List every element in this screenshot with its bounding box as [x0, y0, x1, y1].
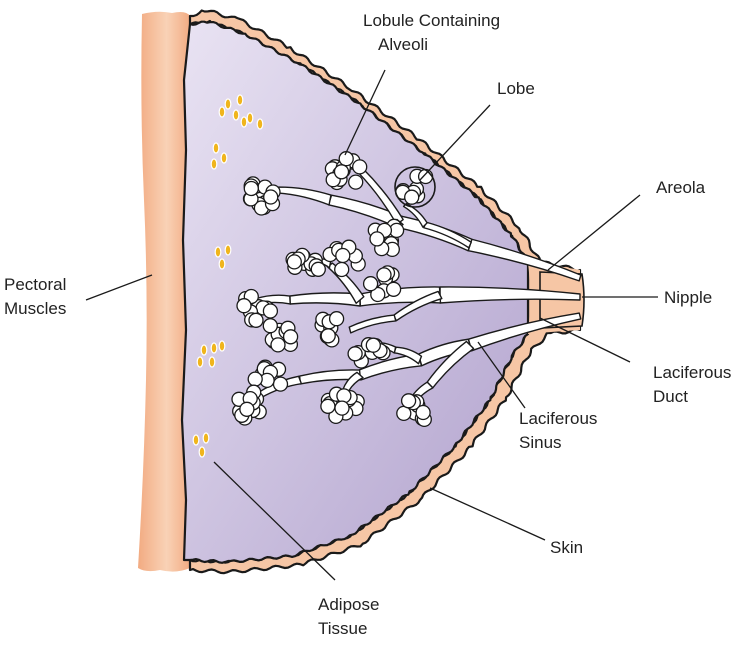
alveolus	[286, 254, 302, 270]
alveolus	[243, 180, 259, 197]
fat-droplet	[224, 244, 232, 256]
fat-droplet	[212, 142, 220, 154]
alveolus	[272, 376, 289, 392]
label-laciferous-duct: Laciferous Duct	[653, 363, 736, 406]
alveolus	[400, 393, 417, 409]
fat-droplet	[218, 340, 226, 352]
lobe-circle	[394, 166, 436, 208]
alveolus	[247, 371, 263, 387]
alveolus	[270, 337, 286, 353]
alveolus	[348, 174, 364, 190]
fat-droplet	[208, 356, 216, 368]
laciferous-duct-network	[254, 157, 582, 408]
alveolus	[385, 281, 402, 297]
fat-droplet	[224, 98, 232, 110]
leader-areola	[547, 194, 641, 271]
lobule-alveoli	[231, 151, 434, 428]
alveolus	[347, 346, 363, 362]
alveolus	[239, 401, 255, 417]
fat-droplet	[218, 106, 226, 118]
label-lobe: Lobe	[497, 79, 535, 98]
label-nipple: Nipple	[664, 288, 712, 307]
leader-skin	[429, 487, 546, 541]
alveolus	[282, 329, 299, 345]
fat-droplet	[246, 112, 254, 124]
alveolus	[248, 312, 264, 328]
alveolus	[362, 276, 379, 292]
fat-droplet	[210, 158, 218, 170]
duct-branch	[402, 202, 428, 228]
fat-droplet	[210, 342, 218, 354]
alveolus	[333, 164, 350, 180]
label-adipose-tissue: Adipose Tissue	[318, 595, 384, 638]
alveolus	[320, 328, 336, 344]
pectoral-muscle	[138, 11, 190, 572]
fat-droplet	[240, 116, 248, 128]
alveolus	[334, 261, 350, 278]
alveolus	[335, 247, 351, 264]
label-areola: Areola	[656, 178, 706, 197]
label-laciferous-sinus: Laciferous Sinus	[519, 409, 602, 452]
alveolus	[369, 231, 385, 247]
leader-laciferous-duct	[539, 317, 631, 363]
label-lobule: Lobule Containing Alveoli	[363, 11, 505, 54]
alveolus	[334, 400, 350, 416]
alveolus	[236, 298, 252, 314]
alveolus	[404, 189, 420, 205]
fat-droplet	[196, 356, 204, 368]
skin-layer	[188, 9, 582, 575]
alveolus	[415, 404, 431, 421]
leader-lobule	[344, 69, 386, 156]
alveolus	[365, 337, 381, 353]
leader-adipose	[213, 461, 336, 581]
duct-branch	[348, 314, 397, 334]
alveolus	[262, 318, 278, 334]
adipose-fat-droplets	[192, 94, 264, 458]
leader-lobe	[419, 104, 491, 181]
duct-branch	[358, 353, 423, 381]
label-skin: Skin	[550, 538, 583, 557]
label-pectoral-muscles: Pectoral Muscles	[4, 275, 71, 318]
alveolus	[310, 261, 326, 277]
fat-droplet	[236, 94, 244, 106]
alveolus	[376, 267, 392, 283]
duct-branch	[423, 221, 472, 249]
fat-droplet	[200, 344, 208, 356]
alveolus	[328, 311, 345, 327]
leader-lines	[85, 69, 658, 581]
fat-droplet	[220, 152, 228, 164]
fat-droplet	[198, 446, 206, 458]
fat-droplet	[256, 118, 264, 130]
fat-droplet	[232, 109, 240, 121]
alveolus	[370, 286, 386, 303]
leader-pectoral	[85, 274, 153, 301]
fat-droplet	[214, 246, 222, 258]
alveolus	[320, 398, 336, 414]
fat-droplet	[218, 258, 226, 270]
alveolus	[352, 159, 368, 175]
alveolus	[417, 168, 434, 185]
leader-laciferous-sinus	[477, 341, 526, 409]
alveolus	[263, 189, 279, 205]
fat-droplet	[192, 434, 200, 446]
alveolus	[262, 303, 279, 319]
fat-droplet	[202, 432, 210, 444]
